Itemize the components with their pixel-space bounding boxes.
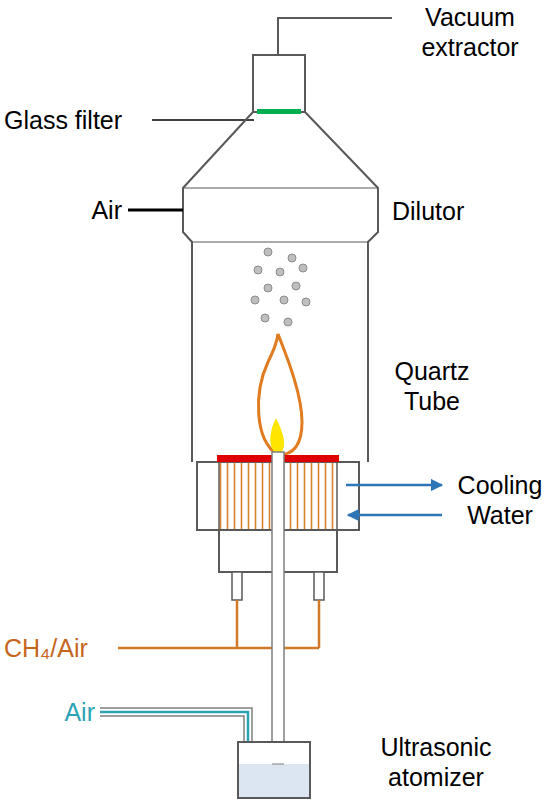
extractor-line <box>278 18 392 55</box>
leader-line <box>152 119 254 121</box>
inlet-label: Air <box>91 195 122 225</box>
extractor-housing <box>253 55 305 112</box>
atomizer-bottle <box>238 742 310 798</box>
water-out-arrow <box>346 484 442 487</box>
air-inlet <box>128 209 183 212</box>
part-label: Vacuum extractor <box>421 2 518 62</box>
inner-flame <box>270 418 284 455</box>
dilutor-wall <box>305 112 378 462</box>
air-feed-line <box>100 712 248 742</box>
gas-port <box>232 572 242 600</box>
dilutor-wall <box>183 112 253 462</box>
particles <box>251 248 310 326</box>
atomizer-liquid <box>239 764 309 797</box>
glass-filter <box>257 109 301 114</box>
aerosol-tube <box>272 452 284 790</box>
tube-seam <box>192 241 368 242</box>
flow-label: Cooling Water <box>458 470 543 530</box>
flame <box>259 334 302 455</box>
part-label: Dilutor <box>392 196 464 226</box>
gas-feed-line <box>118 600 319 648</box>
part-label: Quartz Tube <box>394 356 469 416</box>
inlet-label: Air <box>64 697 95 727</box>
air-tube <box>100 716 244 742</box>
liquid-surface <box>272 764 284 765</box>
inlet-label: CH₄/Air <box>4 633 88 663</box>
gas-port <box>314 572 324 600</box>
air-tube <box>100 708 252 742</box>
part-label: Glass filter <box>4 105 122 135</box>
dilutor-seam <box>183 187 378 188</box>
part-label: Ultrasonic atomizer <box>380 732 491 792</box>
water-in-arrow <box>348 514 442 517</box>
